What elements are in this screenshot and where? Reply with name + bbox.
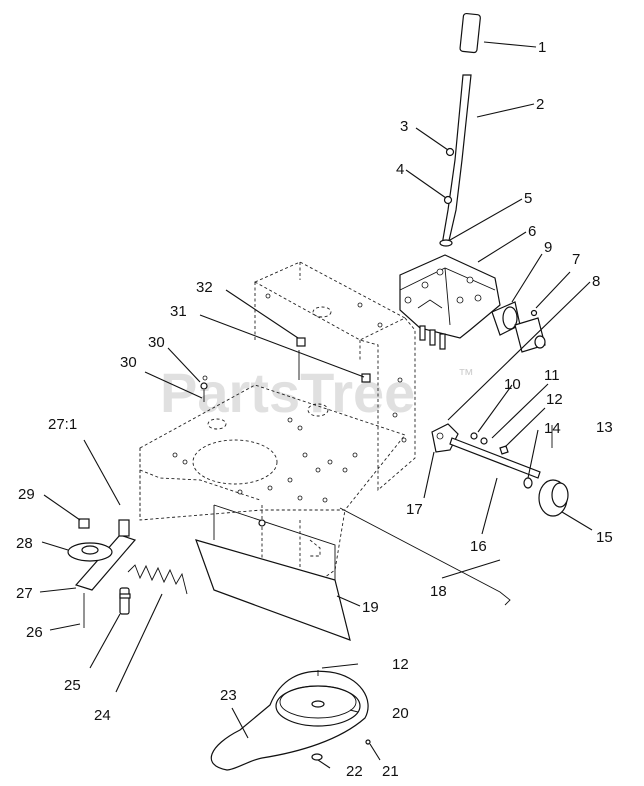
callout-17: 17 [406, 501, 423, 518]
callout-13: 13 [596, 419, 613, 436]
callout-19: 19 [362, 599, 379, 616]
lever-rod [441, 74, 472, 246]
bolt-10 [470, 432, 478, 440]
watermark-text: PartsTree [160, 361, 415, 424]
watermark-tm: ™ [458, 367, 474, 384]
callout-5: 5 [524, 190, 532, 207]
callout-2: 2 [536, 96, 544, 113]
nut-31 [200, 382, 208, 390]
callout-25: 25 [64, 677, 81, 694]
callout-31: 30 [148, 334, 165, 351]
callout-1: 1 [538, 39, 546, 56]
callout-16: 16 [470, 538, 487, 555]
callout-15: 15 [596, 529, 613, 546]
washer-22 [311, 753, 323, 761]
callout-7: 7 [572, 251, 580, 268]
frame-housing [139, 261, 416, 596]
shield-19 [195, 504, 351, 641]
watermark: PartsTree ™ [160, 361, 474, 424]
callout-20: 20 [392, 705, 409, 722]
callout-28: 28 [16, 535, 33, 552]
callout-27: 27 [16, 585, 33, 602]
rod-18 [339, 507, 511, 606]
screw-7 [530, 309, 538, 317]
callout-11: 11 [544, 367, 560, 384]
transmission [399, 254, 546, 353]
callout-12-b: 12 [392, 656, 409, 673]
callout-8: 8 [592, 273, 600, 290]
bracket-17 [431, 423, 459, 453]
lever-grip [459, 12, 481, 54]
idler-assembly [67, 518, 188, 628]
washer-5 [439, 239, 453, 247]
nut-29 [78, 518, 90, 529]
callout-33: 32 [196, 279, 213, 296]
gearbox-body [399, 254, 501, 339]
callout-29: 29 [18, 486, 35, 503]
callout-3: 3 [400, 118, 408, 135]
callout-12: 12 [546, 391, 563, 408]
callout-22: 22 [346, 763, 363, 780]
callout-labels: 1 2 3 4 5 6 7 8 9 10 11 12 13 14 15 16 1… [16, 39, 613, 780]
callout-10: 10 [504, 376, 521, 393]
callout-30: 30 [120, 354, 137, 371]
callout-26: 26 [26, 624, 43, 641]
spacer-25 [119, 587, 130, 615]
belt-pulley [210, 670, 371, 771]
ring-14 [523, 477, 533, 489]
callout-32: 31 [170, 303, 187, 320]
shaft-16 [449, 437, 541, 479]
leader-lines [39, 41, 593, 769]
lever-bolt-3 [445, 147, 455, 157]
lever-bolt-4 [443, 195, 453, 205]
bolt-11 [480, 437, 488, 445]
spring-24 [127, 564, 188, 595]
callout-4: 4 [396, 161, 404, 178]
callout-27-1: 27:1 [48, 416, 77, 433]
spacer-27-1 [118, 519, 130, 537]
callout-6: 6 [528, 223, 536, 240]
callout-21: 21 [382, 763, 399, 780]
callout-14: 14 [544, 420, 561, 437]
shift-lever [439, 12, 481, 247]
nut-32 [361, 373, 371, 383]
callout-23: 23 [220, 687, 237, 704]
callout-24: 24 [94, 707, 111, 724]
bolt-33 [296, 337, 306, 347]
callout-9: 9 [544, 239, 552, 256]
screw-21 [365, 739, 371, 745]
callout-18: 18 [430, 583, 447, 600]
shaft-assembly [431, 423, 569, 517]
key-12 [499, 445, 509, 455]
